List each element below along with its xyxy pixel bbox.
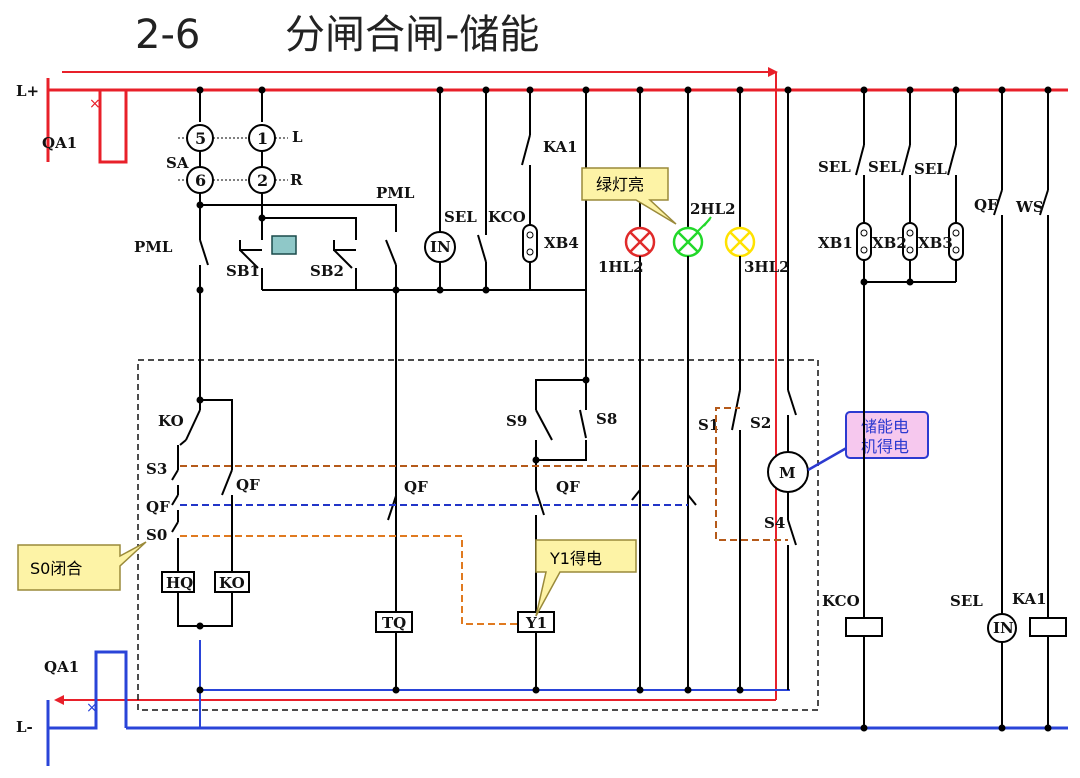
sel2-label: SEL	[868, 158, 901, 176]
negative-bus: ×	[46, 640, 1068, 766]
s8-label: S8	[596, 410, 617, 428]
sel1-label: SEL	[818, 158, 851, 176]
xb1-label: XB1	[818, 234, 853, 252]
pml-left-label: PML	[134, 238, 173, 256]
sb2-label: SB2	[310, 262, 344, 280]
qf-left-label: QF	[146, 498, 170, 516]
hl2-label: 2HL2	[690, 200, 736, 218]
pml-right-label: PML	[376, 184, 415, 202]
ka1-label: KA1	[543, 138, 578, 156]
y1-coil	[517, 611, 555, 633]
callout-y1-text: Y1得电	[549, 549, 602, 568]
sel-in-coil	[987, 613, 1017, 643]
breaker-x-mark-top: ×	[89, 96, 101, 112]
bus-junctions	[196, 86, 1052, 94]
mechanical-linkages	[180, 407, 788, 625]
kco-coil-label: KCO	[822, 592, 860, 610]
sa-contact-2: 2	[257, 171, 268, 190]
hl1-label: 1HL2	[598, 258, 644, 276]
callout-motor-line2: 机得电	[861, 437, 909, 456]
sel3-label: SEL	[914, 160, 947, 178]
s0-label: S0	[146, 526, 167, 544]
breaker-top-label: QA1	[42, 134, 77, 152]
ka1-coil	[1029, 617, 1067, 637]
kco-coil	[845, 617, 883, 637]
s4-label: S4	[764, 514, 785, 532]
hl3-label: 3HL2	[744, 258, 790, 276]
hq-label: HQ	[166, 574, 193, 592]
ko-coil	[214, 571, 250, 593]
s1-label: S1	[698, 416, 719, 434]
right-circuits	[855, 144, 1049, 728]
lamp-3hl2	[724, 226, 756, 390]
sel-in-label: SEL	[444, 208, 477, 226]
tq-branch	[387, 495, 397, 521]
control-wiring-top	[199, 134, 586, 690]
breaker-x-mark-bottom: ×	[86, 700, 98, 716]
in-coil-text: IN	[993, 619, 1014, 637]
s3-label: S3	[146, 460, 167, 478]
sa-contact-1: 1	[257, 129, 268, 148]
positive-bus-label: L+	[16, 82, 39, 100]
sa-contact-6: 6	[195, 171, 206, 190]
s2-label: S2	[750, 414, 771, 432]
callout-s0: S0闭合	[17, 541, 147, 591]
mechanism-box	[137, 359, 819, 711]
callout-motor: 储能电 机得电	[807, 411, 929, 472]
sa-contact-5: 5	[195, 129, 206, 148]
ka1-coil-label: KA1	[1012, 590, 1047, 608]
sa-label: SA	[166, 154, 189, 172]
callout-s0-text: S0闭合	[30, 559, 82, 578]
kco-label: KCO	[488, 208, 526, 226]
sa-label-l: L	[292, 128, 303, 146]
s9-label: S9	[506, 412, 527, 430]
breaker-bottom-label: QA1	[44, 658, 79, 676]
y1-branch	[535, 379, 587, 690]
ko-label: KO	[158, 412, 184, 430]
sa-label-r: R	[290, 171, 303, 189]
qf-left-top-label: QF	[236, 476, 260, 494]
negative-bus-label: L-	[16, 718, 33, 736]
lamp-contacts	[631, 389, 741, 690]
lamp-2hl2	[672, 216, 712, 690]
mechanism-left	[171, 399, 233, 627]
title-number: 2-6	[135, 12, 200, 58]
lamp-1hl2	[624, 226, 656, 690]
xb-terminals	[856, 222, 964, 261]
y1-label: Y1	[525, 614, 547, 632]
sel-in-meter	[424, 231, 456, 263]
motor-branch	[787, 389, 797, 690]
tq-coil	[375, 611, 413, 633]
xb4-label: XB4	[544, 234, 579, 252]
in-text: IN	[430, 238, 451, 256]
sb1-label: SB1	[226, 262, 260, 280]
sb1-pushbutton-indicator	[271, 235, 297, 255]
title-text: 分闸合闸-储能	[285, 12, 539, 58]
ko-box-label: KO	[219, 574, 245, 592]
motor-label: M	[779, 464, 796, 482]
xb3-label: XB3	[918, 234, 953, 252]
sel-coil-label: SEL	[950, 592, 983, 610]
hq-coil	[161, 571, 195, 593]
positive-bus: ×	[46, 67, 1068, 705]
motor	[767, 451, 809, 493]
qf-tq-label: QF	[404, 478, 428, 496]
xb2-label: XB2	[872, 234, 907, 252]
callout-y1: Y1得电	[535, 539, 637, 617]
tq-label: TQ	[382, 614, 406, 632]
callout-motor-line1: 储能电	[861, 417, 909, 436]
callout-green-lamp: 绿灯亮	[581, 167, 677, 225]
qf-y1-label: QF	[556, 478, 580, 496]
junctions-top	[196, 201, 490, 294]
qf-right-label: QF	[974, 196, 998, 214]
ws-label: WS	[1015, 198, 1044, 216]
callout-green-lamp-text: 绿灯亮	[596, 175, 644, 194]
selector-switch	[178, 124, 288, 194]
bus-drops	[199, 90, 1049, 390]
xb4-terminal	[522, 224, 538, 263]
